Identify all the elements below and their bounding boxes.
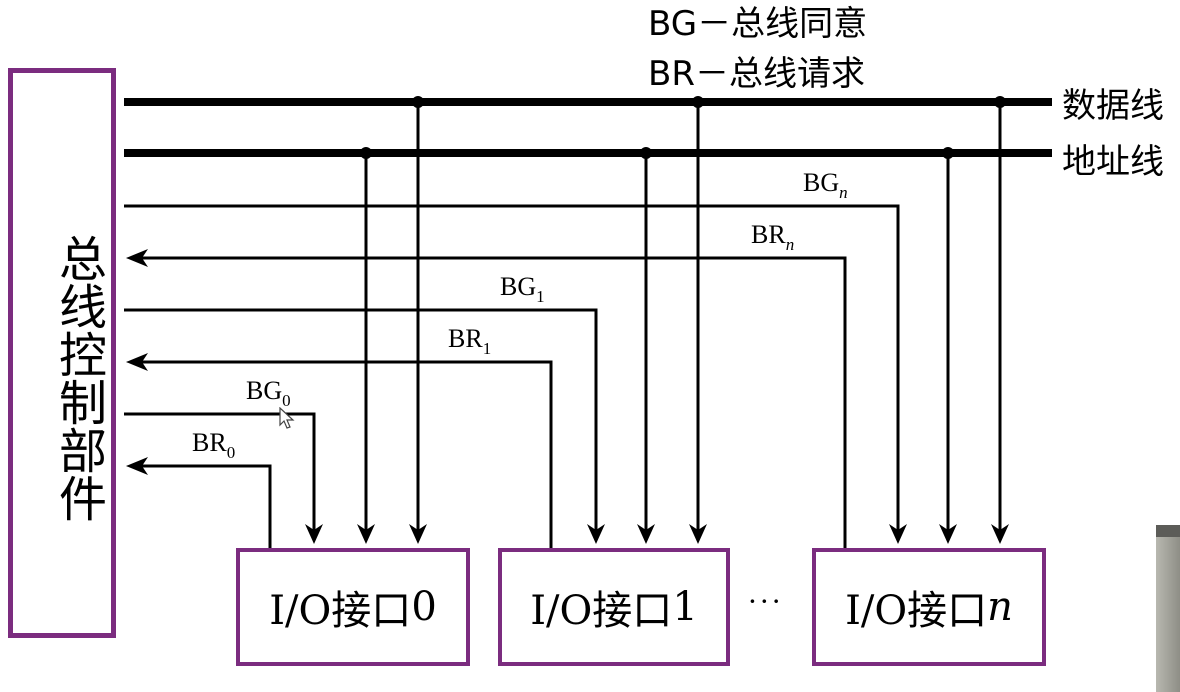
signal-br0: BR0	[192, 428, 236, 462]
legend-bg: BG－总线同意	[648, 4, 868, 44]
data-bus-taps	[416, 102, 1002, 536]
io-interface-index: 1	[672, 584, 698, 630]
data-bus-label: 数据线	[1062, 86, 1164, 126]
br-lines	[136, 256, 847, 548]
bus-controller-label: 总线控制部件	[50, 234, 106, 522]
signal-bg1: BG1	[500, 272, 545, 306]
photo-edge-top	[1156, 525, 1180, 537]
legend-br: BR－总线请求	[648, 54, 865, 94]
address-bus-taps	[364, 153, 950, 536]
bg-arrowheads	[305, 524, 907, 544]
ellipsis: ···	[748, 585, 784, 618]
io-interface-label: I/O接口	[530, 588, 673, 634]
mouse-cursor-icon	[279, 407, 295, 429]
io-interface-label: I/O接口	[845, 588, 988, 634]
bus-controller: 总线控制部件	[8, 68, 116, 638]
br-arrowheads	[126, 249, 148, 475]
signal-br1: BR1	[448, 324, 492, 358]
io-interface-index: 0	[411, 584, 437, 630]
signal-brn: BRn	[751, 220, 795, 254]
signal-bgn: BGn	[803, 168, 848, 202]
signal-bg0: BG0	[246, 376, 291, 410]
tap-arrowheads	[357, 524, 1009, 544]
io-interface-label: I/O接口	[269, 588, 412, 634]
bus-junction-dots	[360, 96, 1006, 159]
io-interface-index: n	[987, 584, 1013, 630]
photo-edge	[1156, 525, 1180, 692]
address-bus-label: 地址线	[1062, 142, 1164, 182]
bg-lines	[124, 204, 900, 536]
